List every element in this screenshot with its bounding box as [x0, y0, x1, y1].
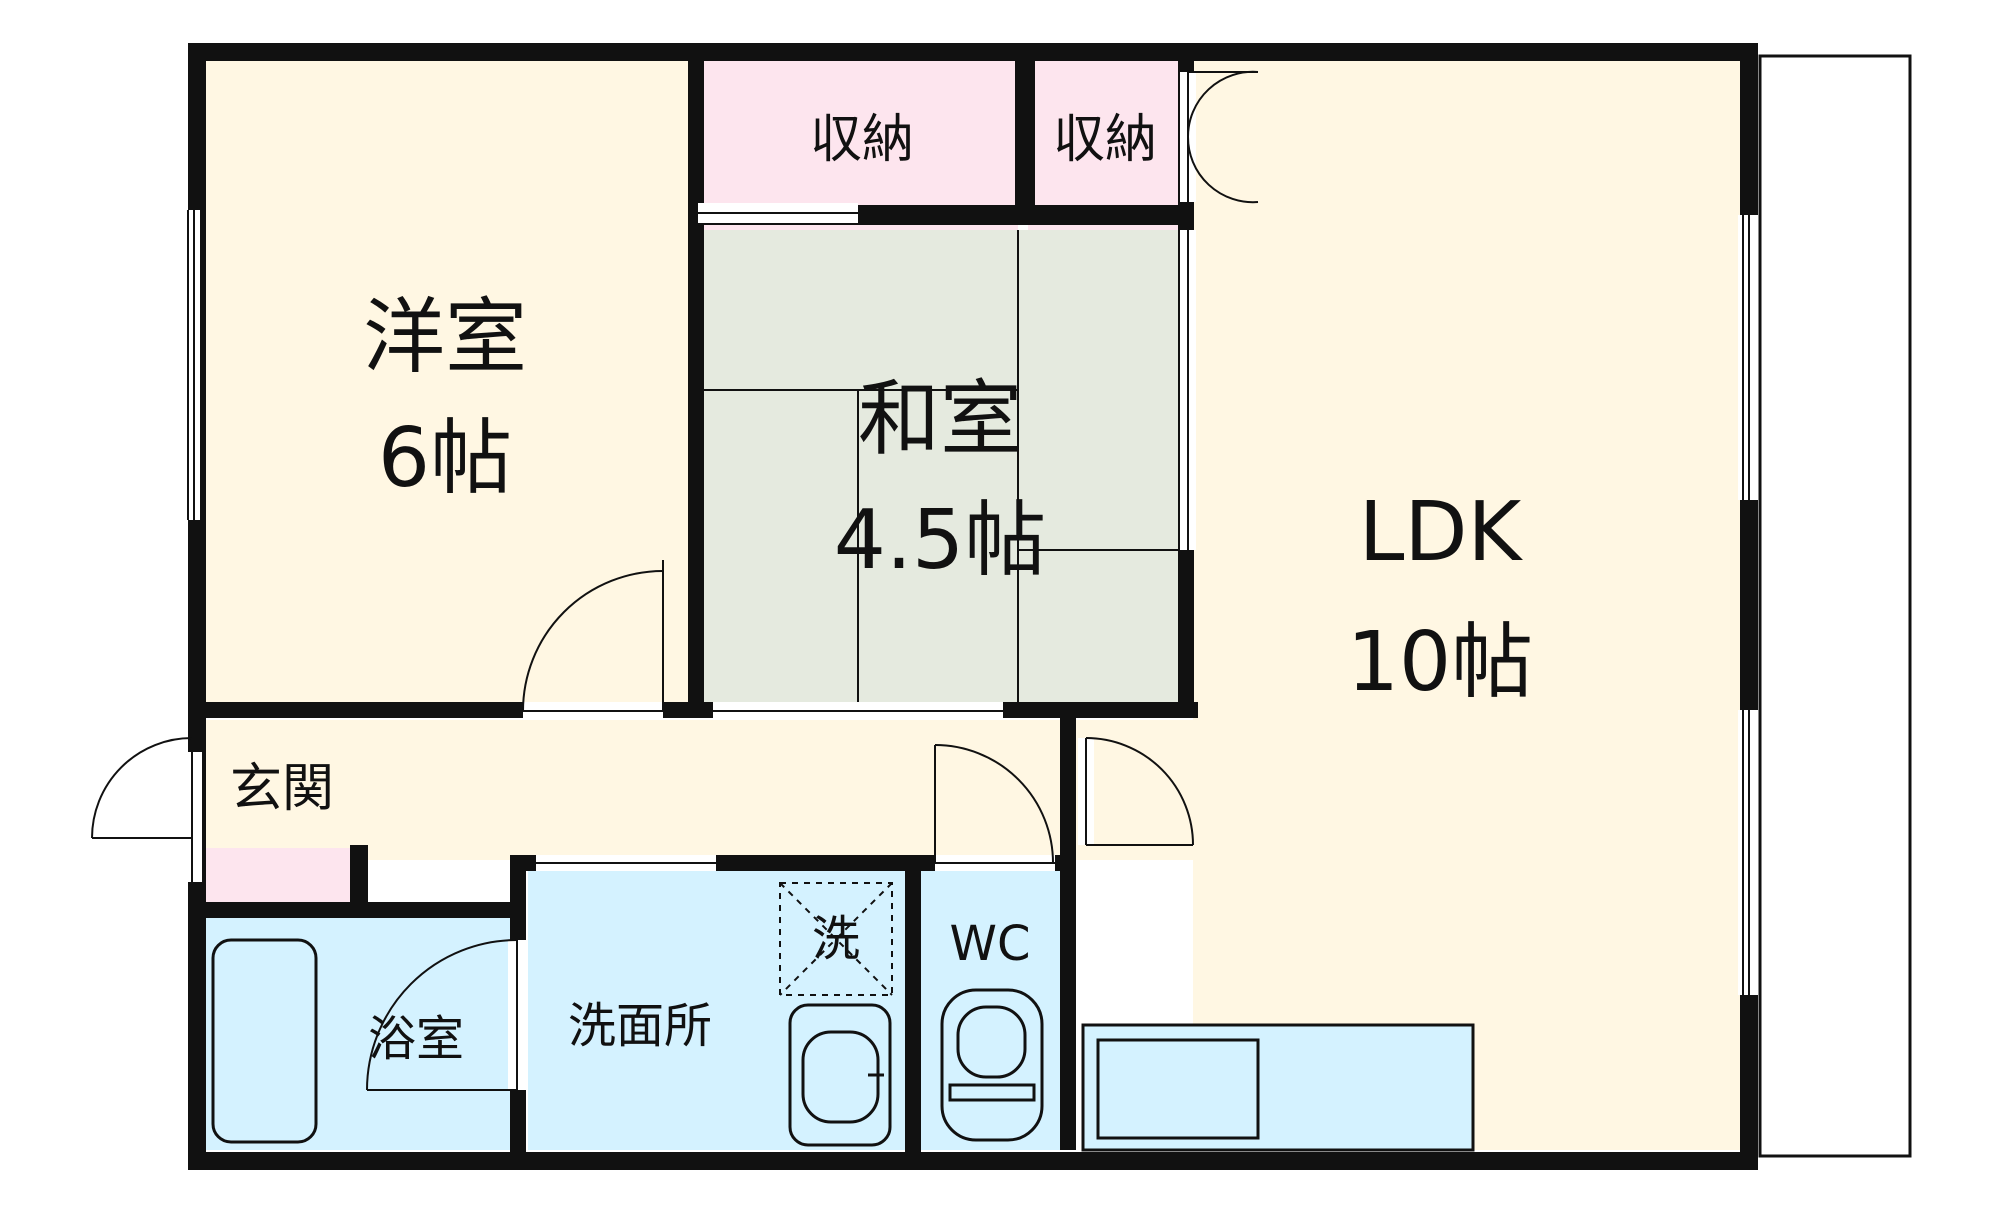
toilet-label: WC — [950, 916, 1031, 972]
ldk-size: 10帖 — [1347, 615, 1533, 710]
western-room-floor — [195, 50, 695, 710]
western-room-size: 6帖 — [378, 411, 512, 506]
ldk-floor — [1193, 50, 1753, 1150]
laundry-label: 洗 — [812, 911, 860, 967]
storage-area-1 — [698, 50, 1018, 230]
doors — [91, 70, 1259, 1091]
entrance-label: 玄関 — [230, 759, 334, 819]
tatami-lines — [698, 230, 1183, 710]
windows — [182, 54, 1912, 1158]
storage-label-1: 収納 — [810, 110, 914, 170]
fixtures — [211, 882, 1475, 1152]
bathroom-label: 浴室 — [368, 1011, 464, 1067]
japanese-room-floor — [698, 230, 1183, 710]
bathroom-floor — [195, 915, 515, 1150]
entrance-storage — [205, 848, 350, 910]
washroom-label: 洗面所 — [568, 998, 712, 1054]
japanese-room-name: 和室 — [858, 372, 1022, 467]
storage-area-2 — [1028, 50, 1183, 230]
kitchen-counter — [1083, 1025, 1473, 1150]
ldk-name: LDK — [1359, 485, 1524, 580]
japanese-room-size: 4.5帖 — [834, 493, 1046, 588]
storage-label-2: 収納 — [1053, 110, 1157, 170]
western-room-name: 洋室 — [363, 290, 527, 385]
